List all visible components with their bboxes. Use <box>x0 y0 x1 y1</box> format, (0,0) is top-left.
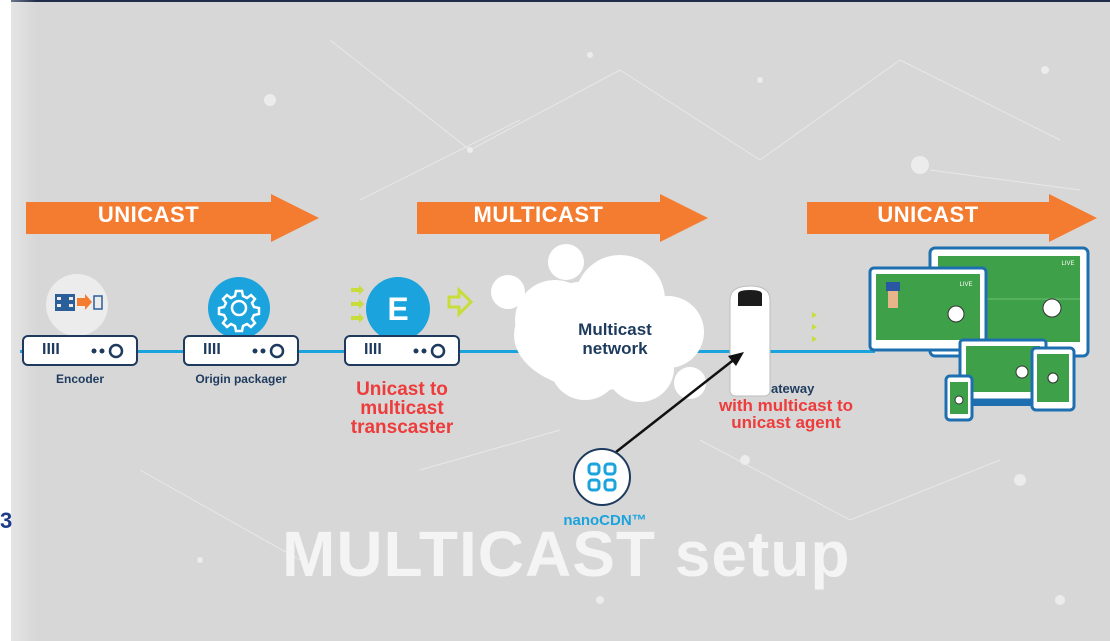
transcaster-label: Unicast to multicast transcaster <box>334 380 470 437</box>
cloud-label: Multicast network <box>555 320 675 358</box>
encoder-icon-disc <box>46 274 108 336</box>
server-bars: IIII <box>364 341 382 358</box>
server-bars: IIII <box>42 341 60 358</box>
band-label: UNICAST <box>97 202 200 227</box>
link-line-right <box>690 350 875 353</box>
gateway-partial-label: ateway <box>771 381 815 396</box>
encoder-server: IIII <box>22 335 138 366</box>
packager-icon-disc <box>208 277 270 339</box>
transcaster-icon-disc: E <box>366 277 430 341</box>
live-badge: LIVE <box>959 282 972 288</box>
stream-arrows-icon <box>351 285 474 323</box>
server-bars: IIII <box>203 341 221 358</box>
nanocdn-label: nanoCDN™ <box>563 512 647 529</box>
grid-icon <box>587 462 617 492</box>
band-label: MULTICAST <box>473 202 604 227</box>
server-status-icon <box>413 343 446 359</box>
packager-server: IIII <box>183 335 299 366</box>
cloud-label-line: network <box>582 339 648 358</box>
multicast-band: MULTICAST <box>417 194 708 242</box>
gateway-label: with multicast to unicast agent <box>693 397 879 431</box>
viewer-devices: LIVE LIVE <box>868 246 1090 422</box>
transcaster-label-line: multicast <box>360 398 444 419</box>
unicast-band-left: UNICAST <box>26 194 319 242</box>
transcaster-label-line: Unicast to <box>356 379 448 400</box>
nanocdn-badge <box>573 448 631 506</box>
gear-icon <box>217 289 261 333</box>
encoder-label: Encoder <box>55 372 104 386</box>
film-arrow-icon <box>55 294 103 311</box>
band-label: UNICAST <box>877 202 979 227</box>
transcaster-label-line: transcaster <box>350 417 454 438</box>
server-status-icon <box>91 343 124 359</box>
gateway-label-line: with multicast to <box>718 396 854 415</box>
edge-character: 3 <box>0 508 13 533</box>
top-rule <box>0 0 1110 2</box>
letter-e-icon: E <box>387 291 409 327</box>
packager-label: Origin packager <box>195 372 287 386</box>
gateway-label-line: unicast agent <box>731 413 841 432</box>
left-edge-strip <box>0 0 11 641</box>
slide-title: MULTICAST setup <box>282 518 851 590</box>
cloud-label-line: Multicast <box>578 320 652 339</box>
server-status-icon <box>252 343 285 359</box>
unicast-band-right: UNICAST <box>807 194 1097 242</box>
live-badge: LIVE <box>1061 261 1074 267</box>
transcaster-server: IIII <box>344 335 460 366</box>
router-device <box>729 285 817 397</box>
left-edge-shade <box>11 0 37 641</box>
